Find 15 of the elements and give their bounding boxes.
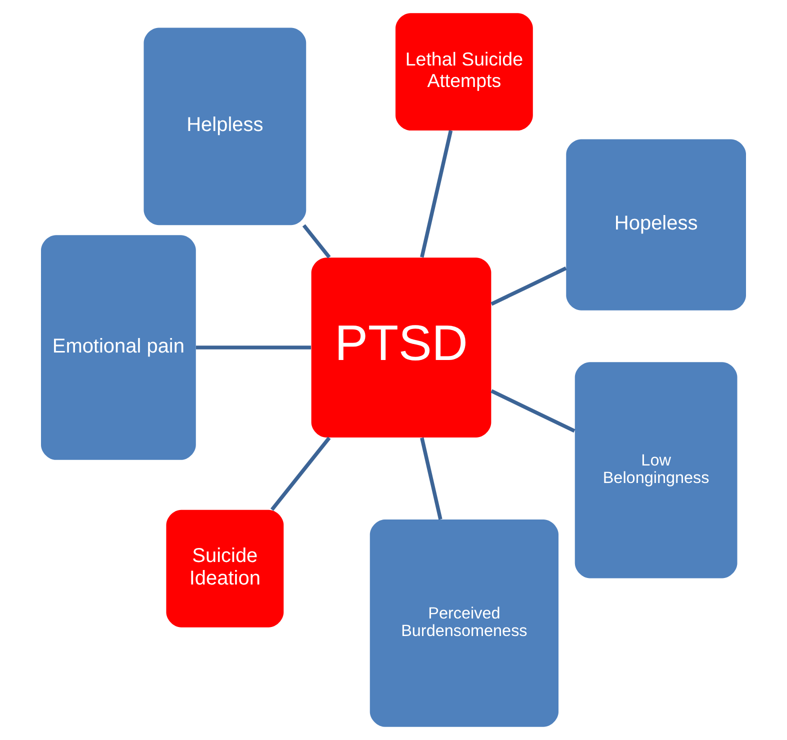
node-box: Emotional pain xyxy=(41,235,196,460)
node-box: Low Belongingness xyxy=(574,362,738,578)
connector xyxy=(490,266,567,306)
connector xyxy=(490,389,576,433)
connector xyxy=(302,224,331,258)
node-box: Lethal Suicide Attempts xyxy=(396,13,533,130)
connector xyxy=(420,437,442,520)
node-box: Hopeless xyxy=(566,139,746,310)
node-box: Helpless xyxy=(144,28,306,226)
node-box: Perceived Burdensomeness xyxy=(370,520,558,727)
connector xyxy=(196,346,311,350)
connector xyxy=(420,130,453,258)
node-box: Suicide Ideation xyxy=(166,510,284,628)
connector xyxy=(270,436,331,511)
node-box: PTSD xyxy=(311,258,492,438)
